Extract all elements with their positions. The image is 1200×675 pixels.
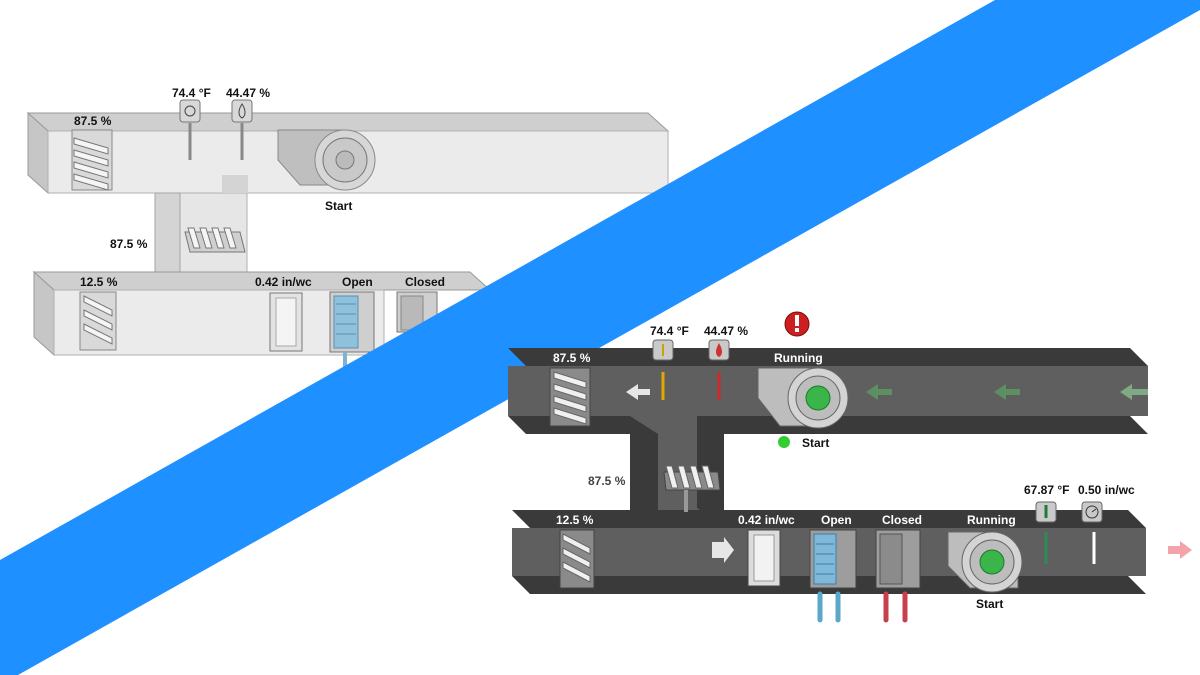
- light-temp-value: 74.4 °F: [172, 86, 211, 100]
- dark-supply-fan-cmd: Start: [976, 597, 1003, 611]
- light-heating-valve: Closed: [405, 275, 445, 289]
- light-cooling-coil[interactable]: [329, 291, 375, 353]
- dark-return-fan-status: Running: [774, 351, 823, 365]
- dark-return-flow-arrow-2: [994, 384, 1020, 400]
- dark-temp-value: 74.4 °F: [650, 324, 689, 338]
- dark-cooling-valve: Open: [821, 513, 852, 527]
- dark-return-flow-arrow-1: [866, 384, 892, 400]
- dark-supply-flow-arrow: [712, 537, 734, 563]
- dark-return-fan-run-indicator: [778, 436, 790, 448]
- light-thermometer-icon[interactable]: [179, 99, 201, 123]
- dark-cooling-coil[interactable]: [809, 529, 857, 589]
- light-mix-damper[interactable]: [184, 227, 246, 253]
- light-outside-damper-value: 12.5 %: [80, 275, 118, 289]
- dark-mix-damper-value: 87.5 %: [588, 474, 626, 488]
- dark-supply-gauge-icon[interactable]: [1081, 501, 1103, 523]
- dark-thermometer-icon[interactable]: [652, 339, 674, 361]
- light-outside-damper[interactable]: [79, 291, 117, 351]
- dark-heating-valve: Closed: [882, 513, 922, 527]
- light-humidity-icon[interactable]: [231, 99, 253, 123]
- dark-supply-pressure: 0.50 in/wc: [1078, 483, 1135, 497]
- light-fan-status: Start: [325, 199, 352, 213]
- dark-exhaust-flow-arrow: [626, 384, 650, 400]
- dark-outside-damper[interactable]: [559, 529, 595, 589]
- dark-mix-box-side: [630, 416, 658, 510]
- dark-supply-temp: 67.87 °F: [1024, 483, 1070, 497]
- light-exhaust-damper-value: 87.5 %: [74, 114, 112, 128]
- dark-filter[interactable]: [747, 529, 781, 587]
- dark-outside-damper-value: 12.5 %: [556, 513, 594, 527]
- alarm-icon[interactable]: [784, 311, 810, 337]
- dark-humidity-value: 44.47 %: [704, 324, 748, 338]
- dark-supply-thermometer-icon[interactable]: [1035, 501, 1057, 523]
- dark-mix-box-side-r: [697, 416, 724, 526]
- dark-supply-fan[interactable]: [947, 531, 1023, 593]
- dark-humidity-icon[interactable]: [708, 339, 730, 361]
- dark-return-fan[interactable]: [757, 367, 849, 429]
- dark-exhaust-damper-value: 87.5 %: [553, 351, 591, 365]
- light-cooling-valve: Open: [342, 275, 373, 289]
- dark-return-fan-cmd: Start: [802, 436, 829, 450]
- dark-supply-duct-top: [512, 510, 1146, 528]
- light-exhaust-damper[interactable]: [71, 129, 113, 191]
- light-mix-top: [222, 175, 248, 193]
- light-return-fan[interactable]: [277, 129, 376, 191]
- dark-return-duct-top: [508, 348, 1148, 366]
- light-mix-damper-value: 87.5 %: [110, 237, 148, 251]
- dark-mix-damper[interactable]: [663, 465, 721, 512]
- dark-supply-fan-status: Running: [967, 513, 1016, 527]
- light-humidity-value: 44.47 %: [226, 86, 270, 100]
- dark-filter-pressure: 0.42 in/wc: [738, 513, 795, 527]
- light-filter[interactable]: [269, 292, 303, 352]
- light-filter-pressure: 0.42 in/wc: [255, 275, 312, 289]
- dark-heating-coil[interactable]: [875, 529, 921, 589]
- dark-return-inlet-arrow: [1120, 384, 1148, 400]
- dark-discharge-flow-arrow: [1168, 541, 1192, 559]
- dark-exhaust-damper[interactable]: [549, 367, 591, 427]
